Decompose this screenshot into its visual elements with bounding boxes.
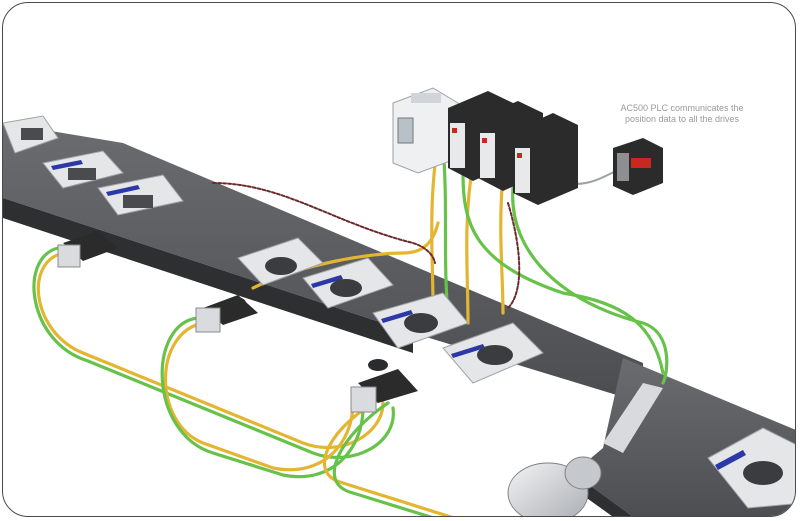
cable-yellow-2 <box>163 321 355 472</box>
tray-7 <box>442 322 544 384</box>
servo-motor-1 <box>57 231 118 268</box>
frequency-drive <box>392 87 459 174</box>
cable-green-4 <box>441 146 450 315</box>
tray-8 <box>707 427 795 509</box>
cable-yellow-6 <box>499 171 505 315</box>
cable-green-1 <box>32 246 395 459</box>
servo-motor-2 <box>195 295 258 333</box>
cable-yellow-5 <box>465 161 475 325</box>
cable-yellow-1 <box>36 251 385 450</box>
cable-encoder-1 <box>212 182 436 264</box>
tray-1 <box>3 115 59 154</box>
cable-green-3 <box>332 401 433 516</box>
tray-5 <box>302 257 394 309</box>
cable-green-6 <box>461 171 665 375</box>
cable-green-2 <box>160 316 365 479</box>
conveyor-scene <box>3 87 795 516</box>
tray-3 <box>97 174 184 216</box>
ac500-plc <box>613 138 663 195</box>
servo-drive-3 <box>513 113 578 205</box>
tray-6 <box>372 292 469 349</box>
tray-2 <box>42 150 124 189</box>
plc-caption: AC500 PLC communicates the position data… <box>620 103 744 124</box>
servo-motor-3 <box>350 369 418 413</box>
cable-green-5 <box>511 186 669 385</box>
cable-encoder-2 <box>507 202 521 309</box>
belt-roller-2 <box>368 359 388 371</box>
tray-4 <box>237 237 324 286</box>
conveyor-main-motor <box>507 456 602 516</box>
